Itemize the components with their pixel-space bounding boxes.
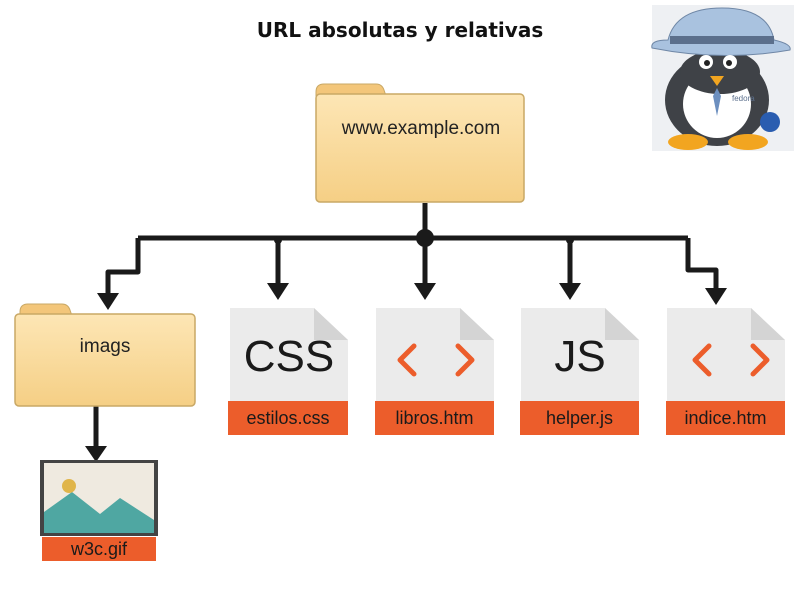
js-symbol: JS xyxy=(554,332,606,381)
file-label-gif: w3c.gif xyxy=(42,537,156,561)
file-label-helper: helper.js xyxy=(520,401,639,435)
root-folder-label: www.example.com xyxy=(341,118,501,139)
junction-dot xyxy=(416,229,434,247)
code-brackets-icon xyxy=(692,343,770,377)
imags-folder-label: imags xyxy=(79,336,131,357)
file-label-estilos: estilos.css xyxy=(228,401,348,435)
arrow-estilos xyxy=(267,283,289,300)
root-folder-icon xyxy=(315,83,525,203)
code-brackets-icon xyxy=(397,343,475,377)
arrow-libros xyxy=(414,283,436,300)
fedora-penguin-mascot xyxy=(651,5,794,151)
file-label-indice: indice.htm xyxy=(666,401,785,435)
connector-dots xyxy=(274,229,574,247)
css-symbol: CSS xyxy=(243,332,335,381)
arrow-indice xyxy=(705,288,727,305)
page-title: URL absolutas y relativas xyxy=(256,18,544,42)
connectors xyxy=(93,203,719,448)
arrow-imags xyxy=(97,293,119,310)
connector-imags xyxy=(105,238,141,295)
sun-icon xyxy=(62,479,76,493)
fedora-logo-icon xyxy=(760,112,780,132)
arrowheads xyxy=(85,283,727,462)
arrow-gif xyxy=(85,446,107,462)
imags-folder-icon xyxy=(14,303,196,407)
file-label-libros: libros.htm xyxy=(375,401,494,435)
image-file-icon xyxy=(40,460,158,536)
connector-indice xyxy=(685,238,719,290)
arrow-helper xyxy=(559,283,581,300)
